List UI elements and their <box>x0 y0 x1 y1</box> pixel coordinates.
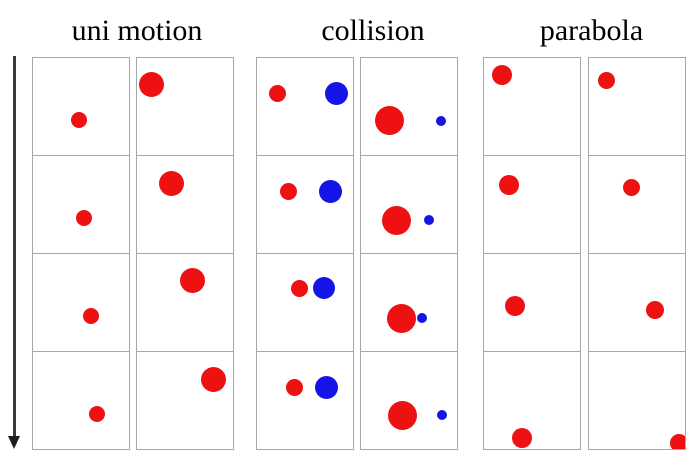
red-ball <box>158 170 184 196</box>
red-ball <box>138 71 164 97</box>
red-ball <box>512 428 532 448</box>
frame-cell <box>256 351 354 450</box>
red-ball <box>179 267 205 293</box>
frame-cell <box>32 57 130 156</box>
blue-ball <box>318 179 342 203</box>
blue-ball <box>313 277 335 299</box>
panel-uni-motion: uni motion <box>32 0 234 465</box>
arrow-head-icon <box>8 436 20 449</box>
frame-cell <box>483 253 581 352</box>
red-ball <box>374 105 404 135</box>
red-ball <box>76 210 92 226</box>
frame-cell <box>360 253 458 352</box>
frame-cell <box>32 253 130 352</box>
red-ball <box>505 296 525 316</box>
frame-column <box>360 57 458 450</box>
frame-cell <box>256 57 354 156</box>
blue-ball <box>436 116 446 126</box>
frame-column <box>483 57 581 450</box>
blue-ball <box>314 375 338 399</box>
red-ball <box>71 112 87 128</box>
red-ball <box>285 378 303 396</box>
frame-cell <box>256 253 354 352</box>
panel-title-parabola: parabola <box>539 14 644 47</box>
frame-cell <box>136 253 234 352</box>
frame-cell <box>588 155 686 254</box>
panel-title-uni-motion: uni motion <box>71 14 203 47</box>
frame-cell <box>588 57 686 156</box>
blue-ball <box>424 215 434 225</box>
red-ball <box>387 400 417 430</box>
frame-cell <box>483 57 581 156</box>
frame-column <box>256 57 354 450</box>
frame-cell <box>136 351 234 450</box>
frame-cell <box>360 351 458 450</box>
frame-column <box>588 57 686 450</box>
red-ball <box>83 308 99 324</box>
frame-cell <box>360 155 458 254</box>
frame-cell <box>32 351 130 450</box>
blue-ball <box>437 410 447 420</box>
panel-title-collision: collision <box>321 14 425 47</box>
red-ball <box>268 84 286 102</box>
red-ball <box>381 205 411 235</box>
frame-cell <box>136 155 234 254</box>
red-ball <box>200 366 226 392</box>
panel-collision: collision <box>256 0 458 465</box>
red-ball <box>386 303 416 333</box>
time-arrow <box>0 0 28 465</box>
red-ball <box>499 175 519 195</box>
red-ball <box>646 301 664 319</box>
red-ball <box>290 279 308 297</box>
frame-cell <box>360 57 458 156</box>
red-ball <box>89 406 105 422</box>
red-ball <box>670 434 685 449</box>
red-ball <box>597 71 615 89</box>
frame-cell <box>136 57 234 156</box>
frame-cell <box>483 351 581 450</box>
frame-column <box>32 57 130 450</box>
frame-cell <box>32 155 130 254</box>
frame-cell <box>483 155 581 254</box>
frame-column <box>136 57 234 450</box>
frame-cell <box>588 351 686 450</box>
red-ball <box>492 65 512 85</box>
blue-ball <box>417 313 427 323</box>
arrow-shaft <box>13 56 16 437</box>
panel-parabola: parabola <box>483 0 686 465</box>
frame-cell <box>256 155 354 254</box>
red-ball <box>279 182 297 200</box>
blue-ball <box>324 81 348 105</box>
frame-cell <box>588 253 686 352</box>
red-ball <box>622 178 640 196</box>
